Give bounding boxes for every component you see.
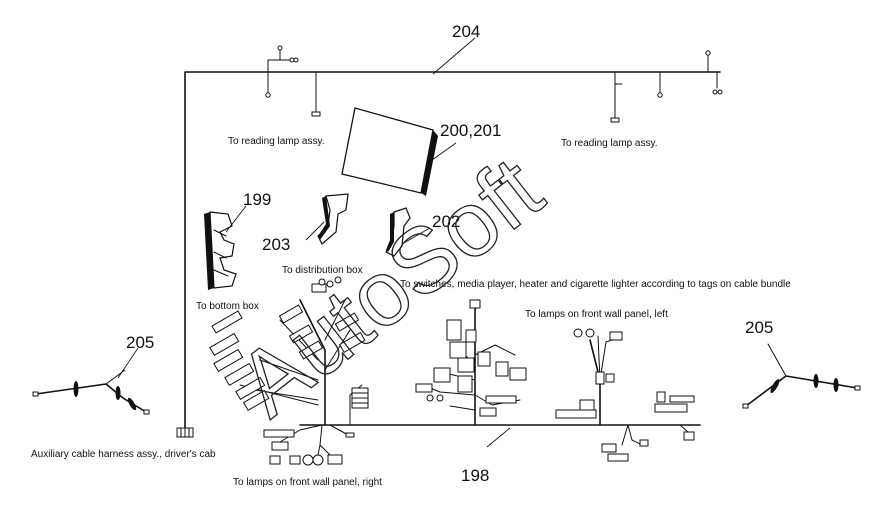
harness-205-right [742, 343, 861, 409]
part-number-205-left: 205 [126, 333, 154, 352]
label-bottom-box: To bottom box [196, 301, 259, 312]
panel-200-201 [341, 107, 457, 196]
label-auxiliary-harness: Auxiliary cable harness assy., driver's … [31, 449, 216, 460]
bracket-202 [385, 207, 431, 257]
bracket-203 [305, 193, 349, 245]
part-number-204: 204 [452, 22, 480, 41]
part-number-203: 203 [262, 235, 290, 254]
part-number-199: 199 [243, 190, 271, 209]
harness-198 [209, 276, 701, 466]
part-number-200-201: 200,201 [440, 121, 501, 140]
part-number-198: 198 [461, 466, 489, 485]
label-reading-lamp-left: To reading lamp assy. [228, 136, 325, 147]
label-reading-lamp-right: To reading lamp assy. [561, 138, 658, 149]
label-front-wall-left: To lamps on front wall panel, left [525, 309, 668, 320]
bracket-199 [204, 205, 247, 290]
part-number-202: 202 [432, 212, 460, 231]
harness-205-left [32, 347, 150, 415]
harness-204 [176, 37, 723, 438]
label-switches: To switches, media player, heater and ci… [400, 279, 791, 290]
label-distribution-box: To distribution box [282, 265, 363, 276]
label-front-wall-right: To lamps on front wall panel, right [233, 477, 382, 488]
part-number-205-right: 205 [745, 318, 773, 337]
